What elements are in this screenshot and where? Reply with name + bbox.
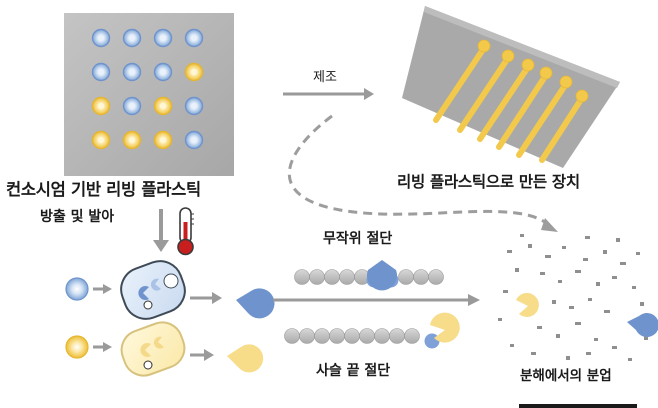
chain-end-scission-label: 사슬 끝 절단 (316, 363, 391, 379)
polymer-beads-bottom (284, 328, 420, 344)
degradation-arrow (273, 294, 480, 306)
spore-core (98, 103, 104, 109)
fabrication-label: 제조 (313, 70, 337, 85)
chain-end-enzyme-icon (430, 312, 460, 343)
fragment-yellow-enzyme-icon (516, 292, 539, 317)
random-scission-label: 무작위 절단 (323, 231, 393, 247)
release-germination-label: 방출 및 발아 (40, 209, 115, 225)
spore-core (191, 103, 197, 109)
spore-core (160, 35, 166, 41)
fabrication-arrow (283, 88, 374, 100)
spore-core (129, 137, 135, 143)
spore-core (129, 69, 135, 75)
degradation-fragments (498, 234, 648, 361)
spore-core (191, 69, 197, 75)
blue-enzyme-icon (236, 288, 275, 319)
spore-core (191, 137, 197, 143)
blue-vegetative-cell (120, 260, 186, 320)
yellow-vegetative-cell (120, 321, 186, 377)
spore-core (98, 35, 104, 41)
yellow-enzyme-icon (227, 344, 264, 373)
spore-core (98, 69, 104, 75)
spore-core (160, 103, 166, 109)
living-plastic-sheet (64, 13, 234, 176)
consortium-plastic-label: 컨소시엄 기반 리빙 플라스틱 (6, 180, 201, 199)
yellow-spore (65, 335, 89, 359)
degradation-products-label: 분해에서의 분업 (520, 368, 612, 384)
electrode-array (433, 39, 589, 163)
spore-core (160, 69, 166, 75)
dashed-path-arrowhead (541, 218, 558, 232)
random-scission-chain (294, 260, 444, 291)
blue-germination-pathway (65, 260, 275, 320)
spore-core (160, 137, 166, 143)
spore-core (129, 35, 135, 41)
fragment-blue-enzyme-icon (627, 313, 658, 338)
dashed-disposal-path (288, 114, 552, 228)
polymer-beads-top (294, 269, 444, 285)
spore-core (129, 103, 135, 109)
spore-grid (91, 28, 204, 150)
blue-spore (65, 277, 89, 301)
device-label: 리빙 플라스틱으로 만든 장치 (397, 173, 580, 191)
yellow-germination-pathway (65, 321, 264, 377)
thermometer-icon (177, 207, 194, 256)
random-scission-enzyme-icon (367, 260, 397, 291)
chain-end-scission-chain (284, 312, 460, 349)
living-plastic-device (402, 6, 620, 168)
spore-core (191, 35, 197, 41)
spore-core (98, 137, 104, 143)
release-arrow (153, 209, 169, 252)
bottom-bar (519, 404, 637, 408)
